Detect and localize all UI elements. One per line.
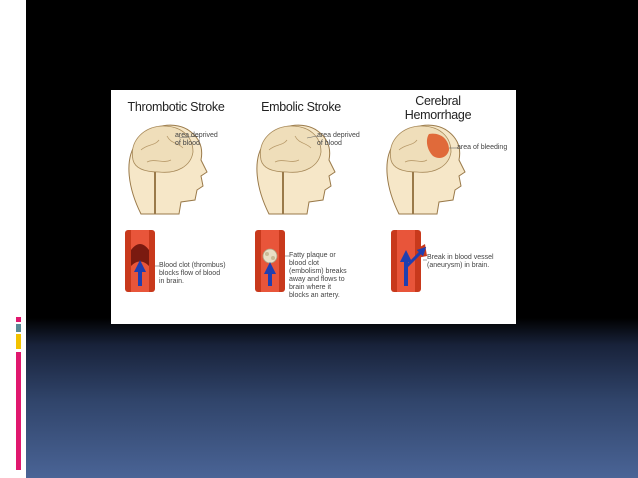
embolic-stroke-title: Embolic Stroke [261,100,341,114]
stroke-diagram-artwork [125,124,466,292]
hemorrhage-panel-art [386,124,466,292]
embolic-vessel-label: Fatty plaque or blood clot (embolism) br… [289,252,347,299]
accent-bar-pink-top [16,317,21,322]
decorative-bars [14,48,28,84]
thrombotic-panel-art [125,124,208,292]
accent-bar-yellow [16,334,21,349]
hemorrhage-vessel-label: Break in blood vessel (aneurysm) in brai… [427,254,494,269]
thrombotic-vessel-label: Blood clot (thrombus) blocks flow of blo… [159,262,226,285]
accent-bar-teal [16,324,21,332]
left-margin [0,0,26,478]
thrombotic-stroke-title: Thrombotic Stroke [127,100,225,114]
thrombotic-area-label: area deprived of blood [175,132,218,147]
embolic-area-label: area deprived of blood [317,132,360,147]
stroke-types-diagram: Thrombotic Stroke Embolic Stroke Cerebra… [111,90,516,324]
accent-bar-pink [16,352,21,470]
embolic-panel-art [255,124,336,292]
cerebral-hemorrhage-title: Cerebral Hemorrhage [404,94,472,122]
hemorrhage-area-label: area of bleeding [457,144,508,151]
